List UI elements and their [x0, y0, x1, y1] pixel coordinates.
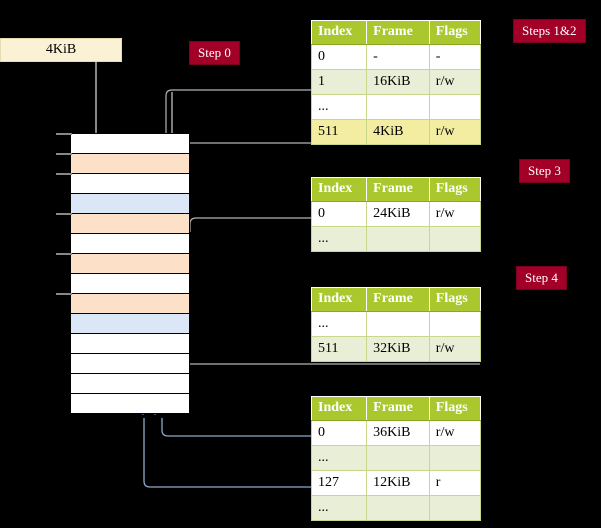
table-cell-frm — [366, 311, 430, 337]
table-cell-flg: r/w — [428, 119, 482, 145]
table-row: 0-- — [310, 44, 482, 70]
column-header-index: Index — [310, 177, 368, 202]
table-cell-idx: ... — [310, 445, 368, 471]
table-cell-flg: r — [428, 470, 482, 496]
memory-tick — [56, 253, 72, 255]
memory-tick — [56, 293, 72, 295]
table-cell-flg: - — [428, 44, 482, 70]
table-row: ... — [310, 94, 482, 120]
table-cell-flg — [428, 495, 482, 521]
table-cell-frm: - — [366, 44, 430, 70]
source-size-label: 4KiB — [45, 42, 77, 57]
table-cell-idx: 0 — [310, 44, 368, 70]
table-cell-flg: r/w — [428, 420, 482, 446]
table-cell-idx: 511 — [310, 119, 368, 145]
table-cell-flg: r/w — [428, 201, 482, 227]
column-header-flags: Flags — [428, 20, 482, 45]
table-cell-flg: r/w — [428, 336, 482, 362]
table-cell-flg: r/w — [428, 69, 482, 95]
column-header-frame: Frame — [366, 177, 430, 202]
column-header-frame: Frame — [366, 396, 430, 421]
column-header-flags: Flags — [428, 287, 482, 312]
table-cell-idx: ... — [310, 94, 368, 120]
table-cell-frm — [366, 445, 430, 471]
table-cell-idx: 127 — [310, 470, 368, 496]
table-cell-frm: 16KiB — [366, 69, 430, 95]
memory-frame-row — [71, 213, 189, 233]
memory-frame-row — [71, 133, 189, 153]
table-row: ... — [310, 311, 482, 337]
memory-frame-row — [71, 173, 189, 193]
table-cell-idx: 511 — [310, 336, 368, 362]
memory-frame-row — [71, 373, 189, 393]
memory-frame-row — [71, 353, 189, 373]
table-cell-frm: 36KiB — [366, 420, 430, 446]
table-row: ... — [310, 495, 482, 521]
table-cell-idx: ... — [310, 311, 368, 337]
memory-frame-row — [71, 333, 189, 353]
memory-frame-row — [71, 193, 189, 213]
memory-frame-row — [71, 273, 189, 293]
memory-frame-row — [71, 253, 189, 273]
step-label-steps-1-2: Steps 1&2 — [513, 19, 586, 43]
step-label-step3: Step 3 — [519, 159, 570, 183]
table-row: ... — [310, 445, 482, 471]
table-cell-idx: ... — [310, 226, 368, 252]
memory-frame-row — [71, 293, 189, 313]
memory-tick — [56, 213, 72, 215]
table-cell-frm: 4KiB — [366, 119, 430, 145]
table-cell-frm — [366, 226, 430, 252]
table-cell-idx: 0 — [310, 201, 368, 227]
memory-tick — [56, 133, 72, 135]
memory-frame-row — [71, 233, 189, 253]
column-header-frame: Frame — [366, 20, 430, 45]
memory-frame-column — [70, 133, 190, 414]
table-cell-flg — [428, 226, 482, 252]
table-cell-frm — [366, 495, 430, 521]
memory-tick — [56, 173, 72, 175]
table-cell-idx: ... — [310, 495, 368, 521]
table-cell-flg — [428, 94, 482, 120]
step-label-step0: Step 0 — [189, 41, 240, 65]
table-cell-frm: 32KiB — [366, 336, 430, 362]
column-header-flags: Flags — [428, 177, 482, 202]
column-header-index: Index — [310, 20, 368, 45]
step-label-step4: Step 4 — [516, 266, 567, 290]
table-cell-flg — [428, 311, 482, 337]
table-cell-idx: 0 — [310, 420, 368, 446]
memory-frame-row — [71, 393, 189, 413]
column-header-flags: Flags — [428, 396, 482, 421]
column-header-index: Index — [310, 396, 368, 421]
memory-frame-row — [71, 153, 189, 173]
table-cell-frm — [366, 94, 430, 120]
table-cell-flg — [428, 445, 482, 471]
table-cell-frm: 12KiB — [366, 470, 430, 496]
table-cell-frm: 24KiB — [366, 201, 430, 227]
table-cell-idx: 1 — [310, 69, 368, 95]
column-header-frame: Frame — [366, 287, 430, 312]
memory-tick — [56, 153, 72, 155]
column-header-index: Index — [310, 287, 368, 312]
source-size-box: 4KiB — [0, 38, 122, 62]
table-row: ... — [310, 226, 482, 252]
memory-frame-row — [71, 313, 189, 333]
